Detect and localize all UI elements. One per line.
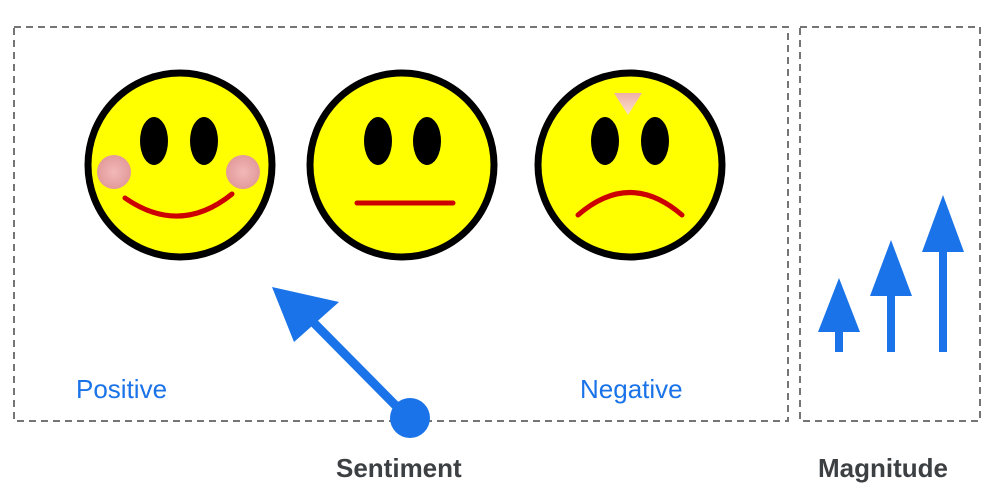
magnitude-arrow-icon [818, 278, 860, 352]
magnitude-arrow-icon [922, 195, 964, 352]
negative-label: Negative [580, 374, 683, 404]
sentiment-caption: Sentiment [336, 453, 462, 483]
magnitude-panel-border [799, 26, 981, 422]
neutral-face-icon [306, 69, 498, 261]
positive-label: Positive [76, 374, 167, 404]
magnitude-caption: Magnitude [818, 453, 948, 483]
sentiment-pointer-arrow-icon [272, 287, 430, 438]
sad-face-icon [534, 69, 726, 261]
happy-face-icon [84, 69, 276, 261]
magnitude-arrow-icon [870, 240, 912, 352]
sweat-drop-icon [614, 93, 642, 115]
